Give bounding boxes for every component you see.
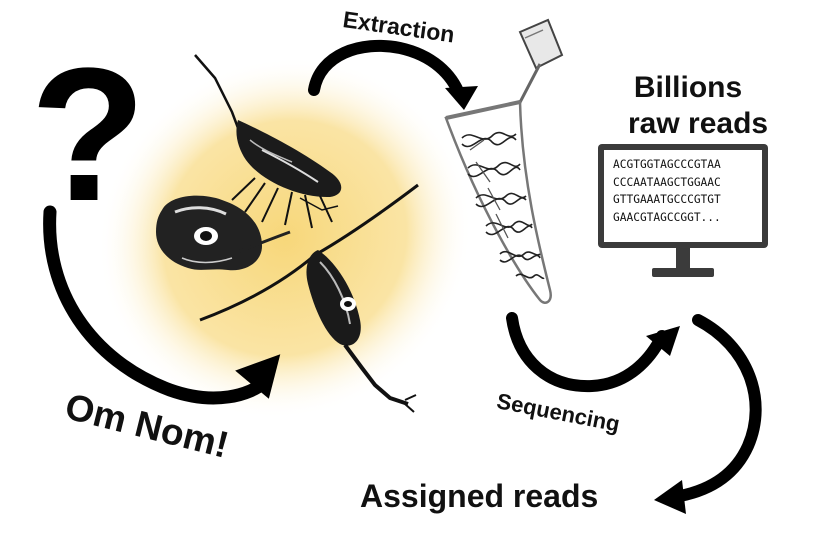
billions-raw-reads-label: Billions raw reads xyxy=(628,70,769,142)
read-line: GTTGAAATGCCCGTGT xyxy=(613,193,721,206)
read-line: CCCAATAAGCTGGAAC xyxy=(613,175,721,189)
zooplankton-illustration xyxy=(156,54,419,413)
billions-line: Billions xyxy=(633,71,743,104)
extraction-arrowhead xyxy=(445,86,478,110)
dna-helix-icon xyxy=(461,131,545,280)
read-line: ACGTGGTAGCCCGTAA xyxy=(613,158,721,171)
nauplius xyxy=(156,195,291,271)
arrowhead xyxy=(235,354,281,399)
curved-arrow-icon xyxy=(43,205,272,405)
sequencing-arrow xyxy=(506,312,668,393)
monitor-screen-reads: ACGTGGTAGCCCGTAA CCCAATAAGCTGGAAC GTTGAA… xyxy=(607,152,759,240)
assigned-reads-label: Assigned reads xyxy=(360,478,599,514)
copepod-large xyxy=(199,183,419,413)
raw-reads-line: raw reads xyxy=(628,107,769,140)
copepod-upper xyxy=(194,54,342,229)
prey-glow xyxy=(97,56,473,420)
sequencing-arrowhead xyxy=(646,326,680,356)
extraction-arrow xyxy=(308,39,466,102)
question-mark-icon: ? xyxy=(30,29,147,241)
test-tube-icon xyxy=(444,18,564,304)
assignment-arrowhead xyxy=(654,480,686,514)
assignment-arrow xyxy=(674,314,762,502)
read-line: GAACGTAGCCGGT... xyxy=(613,210,721,224)
computer-monitor-icon xyxy=(598,144,768,277)
